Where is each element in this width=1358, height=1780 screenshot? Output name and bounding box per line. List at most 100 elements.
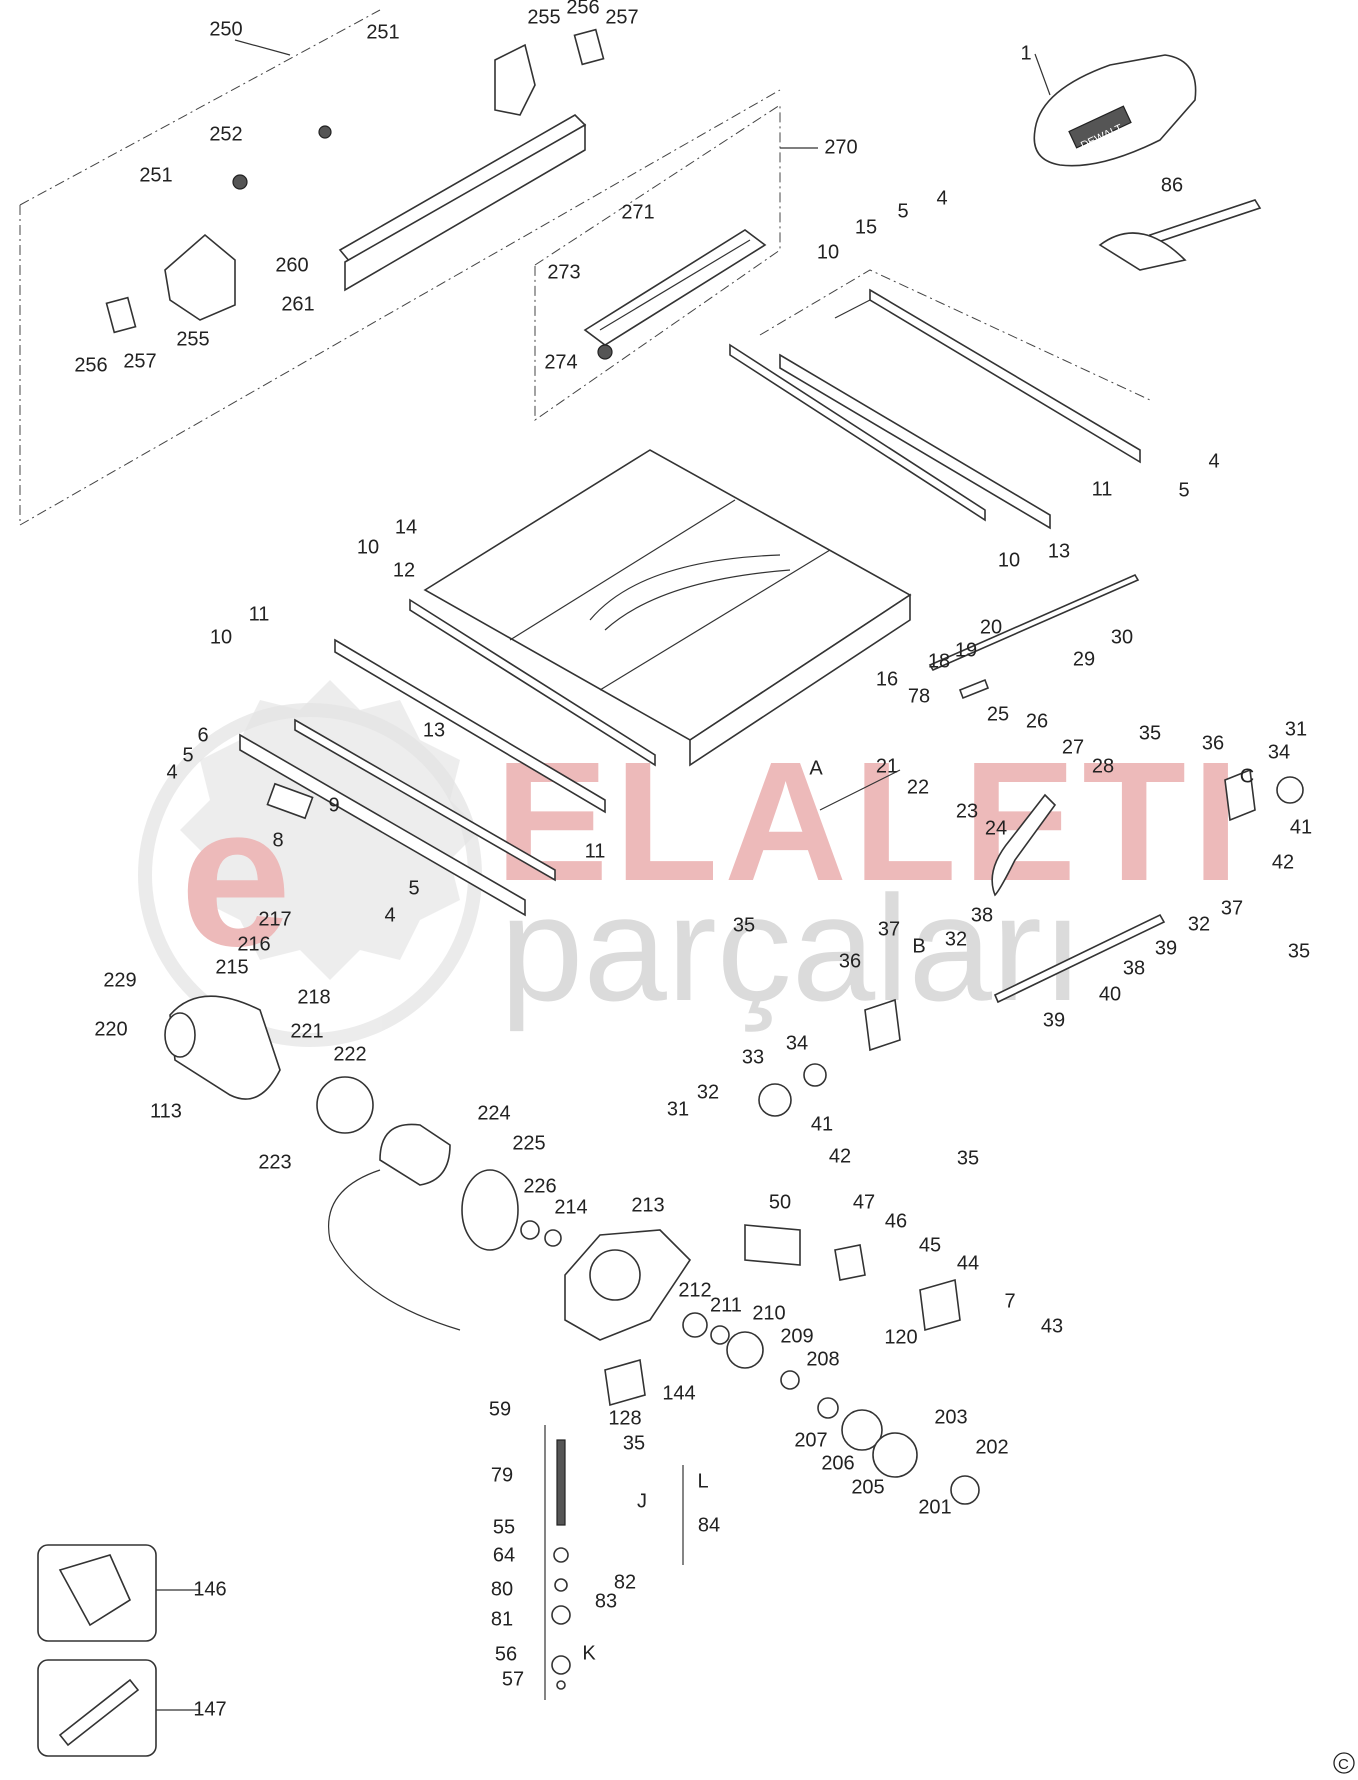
bracket-36-rear (1224, 768, 1256, 822)
blade-guard-group: DEWALT (1033, 53, 1262, 271)
callout-label: 45 (919, 1234, 941, 1256)
ring-57 (556, 1680, 566, 1690)
callout-label: 120 (884, 1326, 917, 1348)
miter-gauge-head (1098, 232, 1187, 271)
fence-knob (232, 174, 248, 190)
callout-label: 215 (215, 956, 248, 978)
callout-label: 13 (423, 719, 445, 741)
power-cord (328, 1169, 461, 1331)
callout-label: 261 (281, 293, 314, 315)
callout-label: 39 (1155, 937, 1177, 959)
adjustment-shaft-30 (928, 573, 1140, 672)
callout-label: 34 (1268, 741, 1290, 763)
callout-label: 35 (733, 914, 755, 936)
callout-label: 218 (297, 986, 330, 1008)
callout-label: K (582, 1642, 596, 1664)
callout-label: 1 (1020, 42, 1031, 64)
callout-label: 42 (829, 1145, 851, 1167)
callout-label: 39 (1043, 1009, 1065, 1031)
callout-label: 80 (491, 1578, 513, 1600)
callout-label: 14 (395, 516, 417, 538)
callout-label: 257 (123, 350, 156, 372)
fence-assembly-group (19, 9, 781, 526)
callout-label: L (697, 1470, 708, 1492)
callout-label: 47 (853, 1191, 875, 1213)
callout-label: 5 (408, 877, 419, 899)
dust-bag-icon (58, 1554, 132, 1627)
callout-label: 78 (908, 685, 930, 707)
front-rail-10 (334, 638, 606, 814)
callout-label: 31 (667, 1098, 689, 1120)
armature-222 (316, 1076, 374, 1134)
motor-housing-221 (169, 995, 281, 1100)
throat-plate-knob (597, 344, 613, 360)
callout-label: 38 (1123, 957, 1145, 979)
callout-label: 21 (876, 755, 898, 777)
callout-label: 273 (547, 261, 580, 283)
fence-head-rear (494, 43, 536, 116)
callout-label: 35 (957, 1147, 979, 1169)
callout-label: 55 (493, 1516, 515, 1538)
callout-label: 10 (210, 626, 232, 648)
callout-label: 4 (1208, 450, 1219, 472)
knob-31-rear (1276, 776, 1304, 804)
callout-label: 41 (1290, 816, 1312, 838)
callout-label: 19 (955, 639, 977, 661)
callout-label: 29 (1073, 648, 1095, 670)
table-top-group (423, 449, 912, 767)
callout-label: 216 (237, 933, 270, 955)
callout-label: 22 (907, 776, 929, 798)
callout-label: 224 (477, 1102, 510, 1124)
bearing-207 (817, 1397, 839, 1419)
callout-label: 20 (980, 616, 1002, 638)
callout-label: 46 (885, 1210, 907, 1232)
callout-label: 252 (209, 123, 242, 145)
knob-34 (803, 1063, 827, 1087)
watermark-brand-line2: parçaları (500, 864, 1084, 1032)
callout-label: 32 (945, 928, 967, 950)
callout-label: 50 (769, 1191, 791, 1213)
callout-label: 214 (554, 1196, 587, 1218)
callout-label: 5 (182, 744, 193, 766)
callout-label: 146 (193, 1578, 226, 1600)
callout-label: 251 (366, 21, 399, 43)
motor-end-cap (164, 1012, 196, 1058)
callout-label: 16 (876, 668, 898, 690)
switch-47 (834, 1244, 866, 1281)
callout-label: 35 (623, 1432, 645, 1454)
push-stick-icon (58, 1678, 140, 1747)
handle-24 (991, 793, 1057, 897)
callout-label: 83 (595, 1590, 617, 1612)
callout-label: 82 (614, 1571, 636, 1593)
callout-label: 59 (489, 1398, 511, 1420)
callout-label: 222 (333, 1043, 366, 1065)
callout-label: 223 (258, 1151, 291, 1173)
fence-face (344, 123, 586, 292)
callout-label: 44 (957, 1252, 979, 1274)
callout-label: 36 (839, 950, 861, 972)
fence-head-front (164, 233, 236, 321)
callout-label: 25 (987, 703, 1009, 725)
shaft-40 (993, 913, 1166, 1004)
miter-gauge-bar (1148, 199, 1262, 244)
callout-label: 11 (249, 603, 270, 625)
callout-label: 84 (698, 1514, 720, 1536)
callout-label: J (637, 1490, 647, 1512)
callout-label: A (809, 757, 823, 779)
callout-label: 251 (139, 164, 172, 186)
callout-label: 144 (662, 1382, 695, 1404)
throat-plate-group (534, 104, 818, 421)
callout-label: 37 (878, 918, 900, 940)
callout-label: 57 (502, 1668, 524, 1690)
callout-label: 8 (272, 829, 283, 851)
callout-label: 4 (936, 187, 947, 209)
table-top (423, 449, 912, 741)
ring-214 (544, 1229, 562, 1247)
nut-81 (551, 1605, 571, 1625)
bearing-226 (520, 1220, 540, 1240)
callout-label: 226 (523, 1175, 556, 1197)
callout-label: 5 (1178, 479, 1189, 501)
callout-label: 56 (495, 1643, 517, 1665)
callout-label: 32 (1188, 913, 1210, 935)
bearing-211 (710, 1325, 730, 1345)
